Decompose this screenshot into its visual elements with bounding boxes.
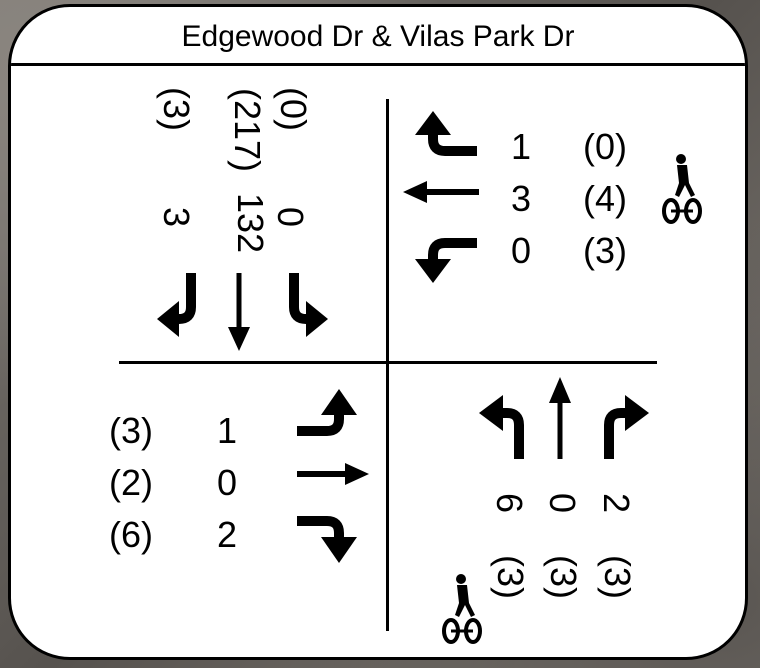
- sb-vol-left: 0: [272, 207, 308, 227]
- eb-through-arrow: [297, 463, 369, 485]
- nb-vol-through: 0: [544, 493, 580, 513]
- sb-vol-right: 3: [158, 207, 194, 227]
- nb-vol-right: 2: [598, 493, 634, 513]
- nb-through-arrow: [549, 377, 571, 459]
- nb-ped-through: (3): [545, 555, 581, 599]
- eb-ped-right: (6): [109, 515, 153, 555]
- eb-ped-through: (2): [109, 463, 153, 503]
- wb-left-turn-arrow: [411, 111, 477, 161]
- nb-left-turn-arrow: [479, 389, 533, 459]
- wb-ped-left: (0): [583, 127, 627, 167]
- eb-vol-through: 0: [217, 463, 237, 503]
- sb-right-turn-arrow: [157, 273, 211, 343]
- sb-ped-through: (217): [229, 88, 265, 172]
- bicycle-icon: [441, 573, 483, 650]
- wb-vol-left: 1: [511, 127, 531, 167]
- sb-vol-through: 132: [232, 193, 268, 253]
- eb-ped-left: (3): [109, 411, 153, 451]
- bicycle-icon: [661, 153, 703, 230]
- wb-vol-right: 0: [511, 231, 531, 271]
- wb-ped-right: (3): [583, 231, 627, 271]
- sb-ped-left: (0): [275, 87, 311, 131]
- nb-ped-left: (3): [492, 555, 528, 599]
- wb-ped-through: (4): [583, 179, 627, 219]
- nb-right-turn-arrow: [595, 389, 649, 459]
- title-divider: [11, 63, 745, 66]
- eb-right-turn-arrow: [297, 511, 363, 563]
- vertical-divider: [386, 99, 389, 631]
- eb-left-turn-arrow: [297, 389, 363, 441]
- wb-right-turn-arrow: [411, 233, 477, 283]
- intersection-title: Edgewood Dr & Vilas Park Dr: [11, 17, 745, 57]
- intersection-count-card: Edgewood Dr & Vilas Park Dr (3) (217) (0…: [8, 4, 748, 660]
- sb-ped-right: (3): [158, 87, 194, 131]
- sb-left-turn-arrow: [274, 273, 328, 343]
- nb-vol-left: 6: [491, 493, 527, 513]
- eb-vol-left: 1: [217, 411, 237, 451]
- nb-ped-right: (3): [599, 555, 635, 599]
- wb-vol-through: 3: [511, 179, 531, 219]
- wb-through-arrow: [403, 181, 479, 203]
- eb-vol-right: 2: [217, 515, 237, 555]
- sb-through-arrow: [228, 273, 250, 353]
- horizontal-divider: [119, 361, 657, 364]
